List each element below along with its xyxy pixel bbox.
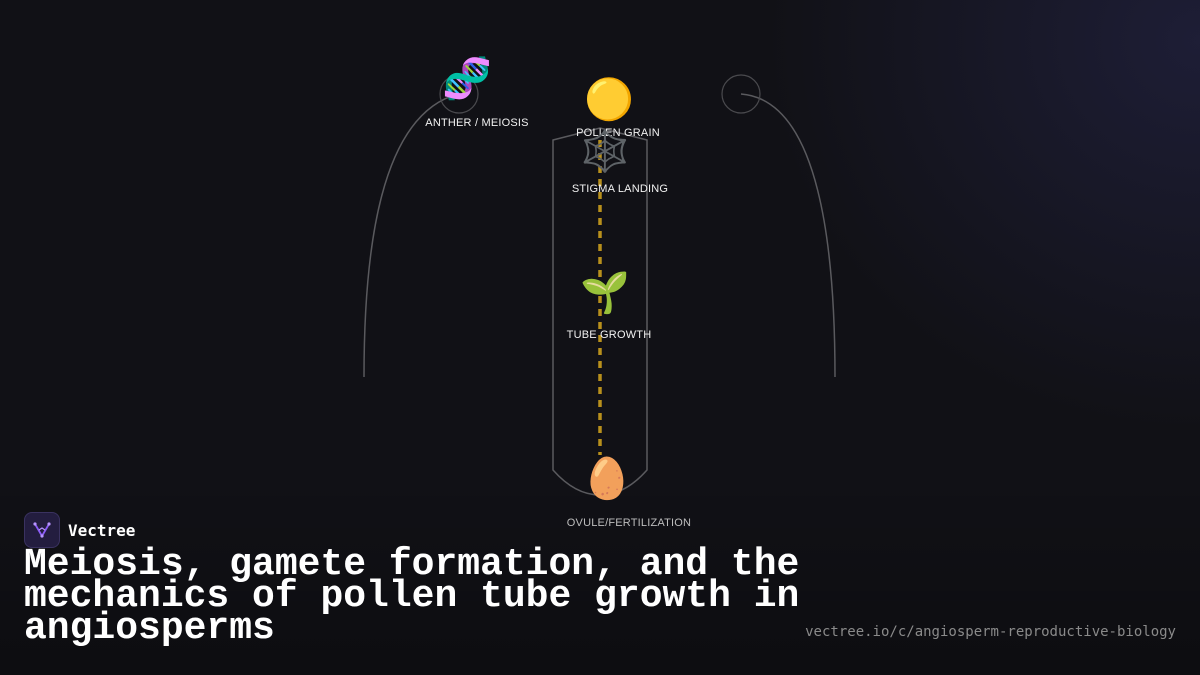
anther-circle — [439, 74, 479, 114]
right-anther-circle — [721, 74, 761, 114]
left-petal-outline — [363, 93, 459, 378]
dna-icon: 🧬 — [442, 57, 492, 101]
seedling-icon: 🌱 — [580, 271, 630, 315]
brand[interactable]: Vectree — [24, 512, 135, 548]
brand-name: Vectree — [68, 520, 136, 540]
pistil-outline — [552, 127, 648, 496]
pollen-grain-icon: 🟡 — [584, 78, 634, 122]
vectree-logo-icon — [24, 512, 60, 548]
page-url[interactable]: vectree.io/c/angiosperm-reproductive-bio… — [805, 624, 1176, 640]
right-petal-outline — [740, 93, 836, 378]
node-label-stigma: STIGMA LANDING — [571, 183, 669, 195]
node-label-tube: TUBE GROWTH — [566, 329, 652, 341]
web-icon: 🕸️ — [580, 130, 630, 174]
egg-icon: 🥚 — [582, 457, 632, 501]
node-label-pollen: POLLEN GRAIN — [576, 127, 660, 139]
page-title: Meiosis, gamete formation, and the mecha… — [24, 543, 800, 650]
node-label-anther: ANTHER / MEIOSIS — [425, 117, 529, 129]
node-label-ovule: OVULE/FERTILIZATION — [566, 517, 692, 529]
